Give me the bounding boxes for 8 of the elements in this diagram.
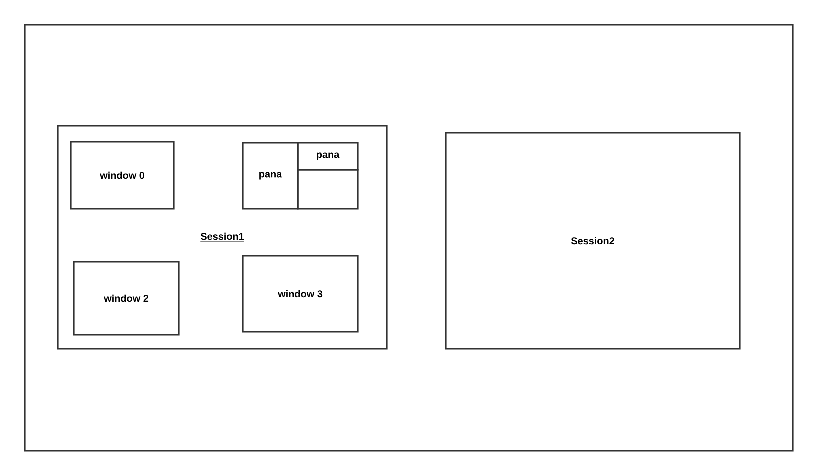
session-box: Session2 xyxy=(445,132,741,350)
pane-box: pana xyxy=(242,142,299,210)
window-box: window 3 xyxy=(242,255,359,333)
pane-box: pana xyxy=(297,142,359,171)
window-box: window 2 xyxy=(73,261,180,336)
window-box: window 0 xyxy=(70,141,175,210)
pane-box xyxy=(297,169,359,210)
frame-box xyxy=(24,24,794,452)
